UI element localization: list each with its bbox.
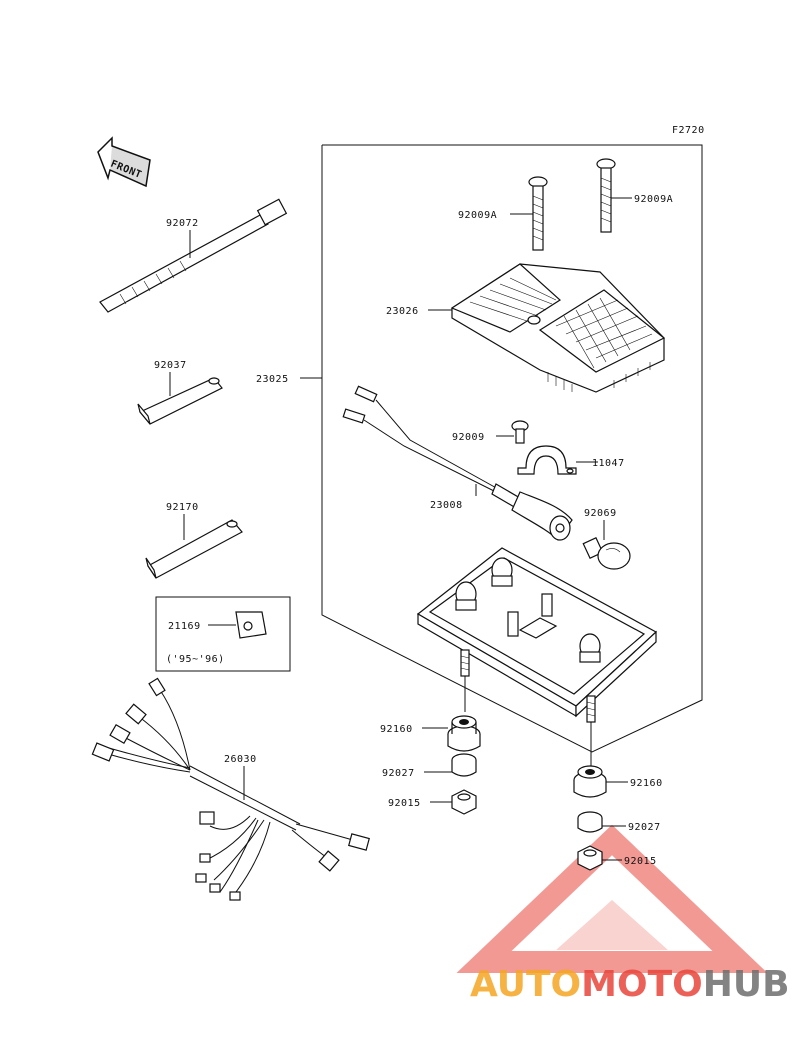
collar-92027-right (577, 811, 603, 833)
clamp-11047 (517, 445, 577, 475)
watermark-hub: HUB (703, 964, 790, 1005)
nut-92015-right (577, 845, 603, 871)
label-23025: 23025 (256, 374, 289, 385)
wiring-harness-26030 (91, 677, 370, 901)
band-92037 (137, 377, 223, 425)
label-92160-right: 92160 (630, 778, 663, 789)
watermark-triangle (456, 824, 768, 973)
label-21169: 21169 (168, 621, 201, 632)
band-92170 (145, 519, 243, 579)
collar-92027-left (451, 753, 477, 777)
screw-92009A-right (596, 158, 616, 233)
svg-text:AUTOMOTOHUB: AUTOMOTOHUB (470, 964, 790, 1005)
label-92069: 92069 (584, 508, 617, 519)
bulb-92069 (582, 536, 631, 570)
label-26030: 26030 (224, 754, 257, 765)
label-92027-right: 92027 (628, 822, 661, 833)
watermark-moto: MOTO (581, 964, 703, 1005)
label-92072: 92072 (166, 218, 199, 229)
cable-tie-92072 (99, 198, 288, 313)
screw-92009 (511, 420, 529, 444)
assembly-outline (321, 144, 703, 753)
grommet-92160-right (573, 765, 607, 798)
label-92170: 92170 (166, 502, 199, 513)
lens-23026 (450, 263, 666, 393)
label-92037: 92037 (154, 360, 187, 371)
label-23026: 23026 (386, 306, 419, 317)
bulb-socket-center (491, 557, 513, 587)
front-arrow-icon: FRONT (97, 136, 151, 188)
inset-box-21169 (155, 596, 291, 672)
label-23008: 23008 (430, 500, 463, 511)
nut-92015-left (451, 789, 477, 815)
grommet-92160-left (447, 715, 481, 752)
watermark-auto: AUTO (470, 964, 581, 1005)
label-92160-left: 92160 (380, 724, 413, 735)
label-years: ('95~'96) (166, 654, 225, 665)
lamp-harness-23008 (342, 385, 573, 541)
watermark-logo: AUTOMOTOHUB (470, 964, 790, 1005)
bulb-socket-left (455, 581, 477, 611)
label-92015-right: 92015 (624, 856, 657, 867)
label-92015-left: 92015 (388, 798, 421, 809)
figure-code: F2720 (672, 125, 705, 136)
label-92009A-right: 92009A (634, 194, 673, 205)
label-92009A-left: 92009A (458, 210, 497, 221)
lamp-housing (416, 547, 658, 723)
bulb-socket-right (579, 633, 601, 663)
label-11047: 11047 (592, 458, 625, 469)
label-92027-left: 92027 (382, 768, 415, 779)
label-92009: 92009 (452, 432, 485, 443)
clip-21169 (235, 611, 267, 639)
screw-92009A-left (528, 176, 548, 251)
